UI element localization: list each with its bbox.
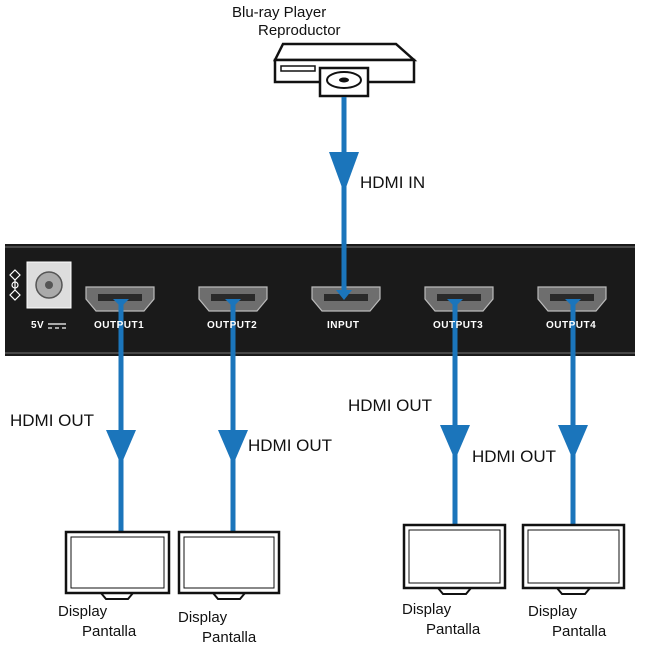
port-label-output4: OUTPUT4 bbox=[546, 320, 597, 331]
port-arrow-icon bbox=[336, 290, 352, 300]
display-monitor-icon bbox=[521, 523, 626, 595]
power-label: 5V bbox=[31, 320, 45, 331]
source-name-line1: Blu-ray Player bbox=[232, 4, 327, 21]
display-3-name-line2: Pantalla bbox=[426, 621, 481, 638]
bluray-player-icon bbox=[272, 42, 418, 98]
source-name-line2: Reproductor bbox=[258, 22, 341, 39]
port-arrow-icon bbox=[447, 299, 463, 307]
arrow-down-icon bbox=[329, 152, 359, 193]
polarity-symbol-icon bbox=[9, 269, 21, 301]
hdmi-in-label: HDMI IN bbox=[360, 173, 426, 192]
display-2-name-line2: Pantalla bbox=[202, 629, 257, 646]
display-4-name-line1: Display bbox=[528, 603, 578, 620]
arrow-down-icon bbox=[218, 430, 248, 465]
port-arrow-icon bbox=[225, 299, 241, 307]
display-monitor-icon bbox=[177, 530, 281, 600]
arrow-down-icon bbox=[558, 425, 588, 460]
port-arrow-icon bbox=[113, 299, 129, 307]
arrow-down-icon bbox=[440, 425, 470, 460]
display-1-name-line1: Display bbox=[58, 603, 108, 620]
hdmi-out-label-1: HDMI OUT bbox=[10, 411, 95, 430]
cables bbox=[118, 97, 576, 534]
display-4-name-line2: Pantalla bbox=[552, 623, 607, 640]
hdmi-out-label-2: HDMI OUT bbox=[248, 436, 333, 455]
display-2-name-line1: Display bbox=[178, 609, 228, 626]
hdmi-out-label-3: HDMI OUT bbox=[348, 396, 433, 415]
port-label-input: INPUT bbox=[327, 320, 360, 331]
port-label-output2: OUTPUT2 bbox=[207, 320, 258, 331]
port-label-output3: OUTPUT3 bbox=[433, 320, 484, 331]
port-label-output1: OUTPUT1 bbox=[94, 320, 145, 331]
arrowheads bbox=[106, 152, 588, 465]
port-arrow-icon bbox=[565, 299, 581, 307]
hdmi-out-label-4: HDMI OUT bbox=[472, 447, 557, 466]
display-1-name-line2: Pantalla bbox=[82, 623, 137, 640]
display-3-name-line1: Display bbox=[402, 601, 452, 618]
dc-power-jack-icon bbox=[26, 261, 72, 309]
arrow-down-icon bbox=[106, 430, 136, 465]
display-monitor-icon bbox=[64, 530, 171, 600]
display-monitor-icon bbox=[402, 523, 507, 595]
dc-symbol-icon bbox=[48, 323, 66, 329]
